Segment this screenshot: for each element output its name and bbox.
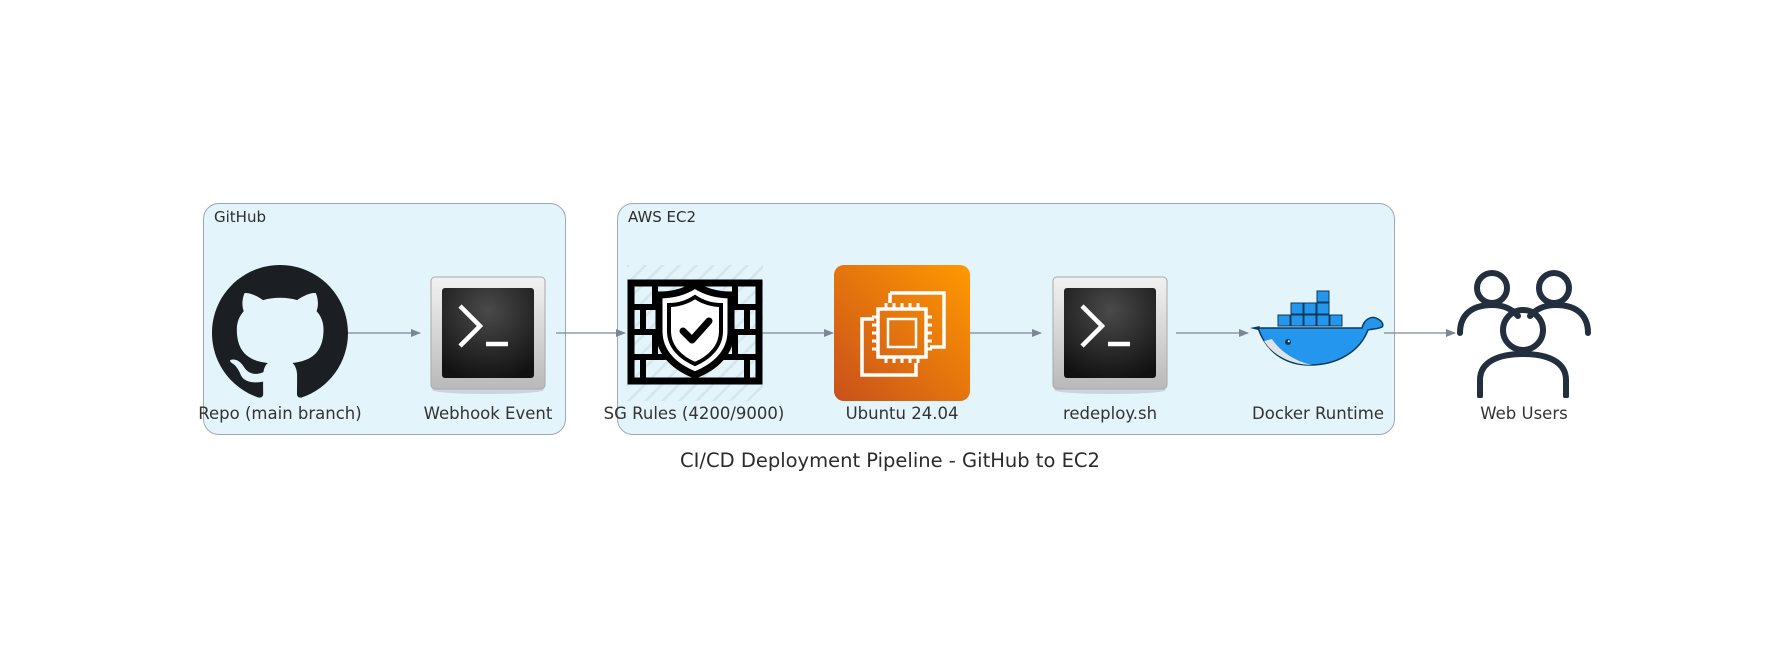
diagram-title: CI/CD Deployment Pipeline - GitHub to EC… — [680, 449, 1100, 472]
github-icon — [212, 265, 348, 398]
ec2-instance-icon — [834, 265, 970, 401]
node-ubuntu[interactable] — [834, 265, 970, 401]
users-icon — [1457, 270, 1591, 398]
terminal-icon — [1052, 276, 1168, 394]
node-label-sg-rules: SG Rules (4200/9000) — [603, 404, 785, 423]
node-label-ubuntu: Ubuntu 24.04 — [845, 404, 959, 423]
firewall-icon — [627, 265, 763, 401]
cluster-label-aws-ec2: AWS EC2 — [628, 208, 697, 226]
node-label-repo: Repo (main branch) — [198, 404, 362, 423]
docker-icon — [1250, 290, 1384, 366]
node-sg-rules[interactable] — [627, 265, 763, 401]
node-docker[interactable] — [1250, 285, 1386, 371]
terminal-icon — [430, 276, 546, 394]
node-label-webhook: Webhook Event — [423, 404, 553, 423]
node-label-redeploy: redeploy.sh — [1062, 404, 1158, 423]
node-web-users[interactable] — [1456, 268, 1592, 398]
node-label-web-users: Web Users — [1480, 404, 1568, 423]
node-label-docker: Docker Runtime — [1252, 404, 1384, 423]
node-webhook[interactable] — [430, 276, 546, 394]
cluster-label-github: GitHub — [214, 208, 266, 226]
node-repo[interactable] — [212, 265, 348, 401]
node-redeploy[interactable] — [1052, 276, 1168, 394]
